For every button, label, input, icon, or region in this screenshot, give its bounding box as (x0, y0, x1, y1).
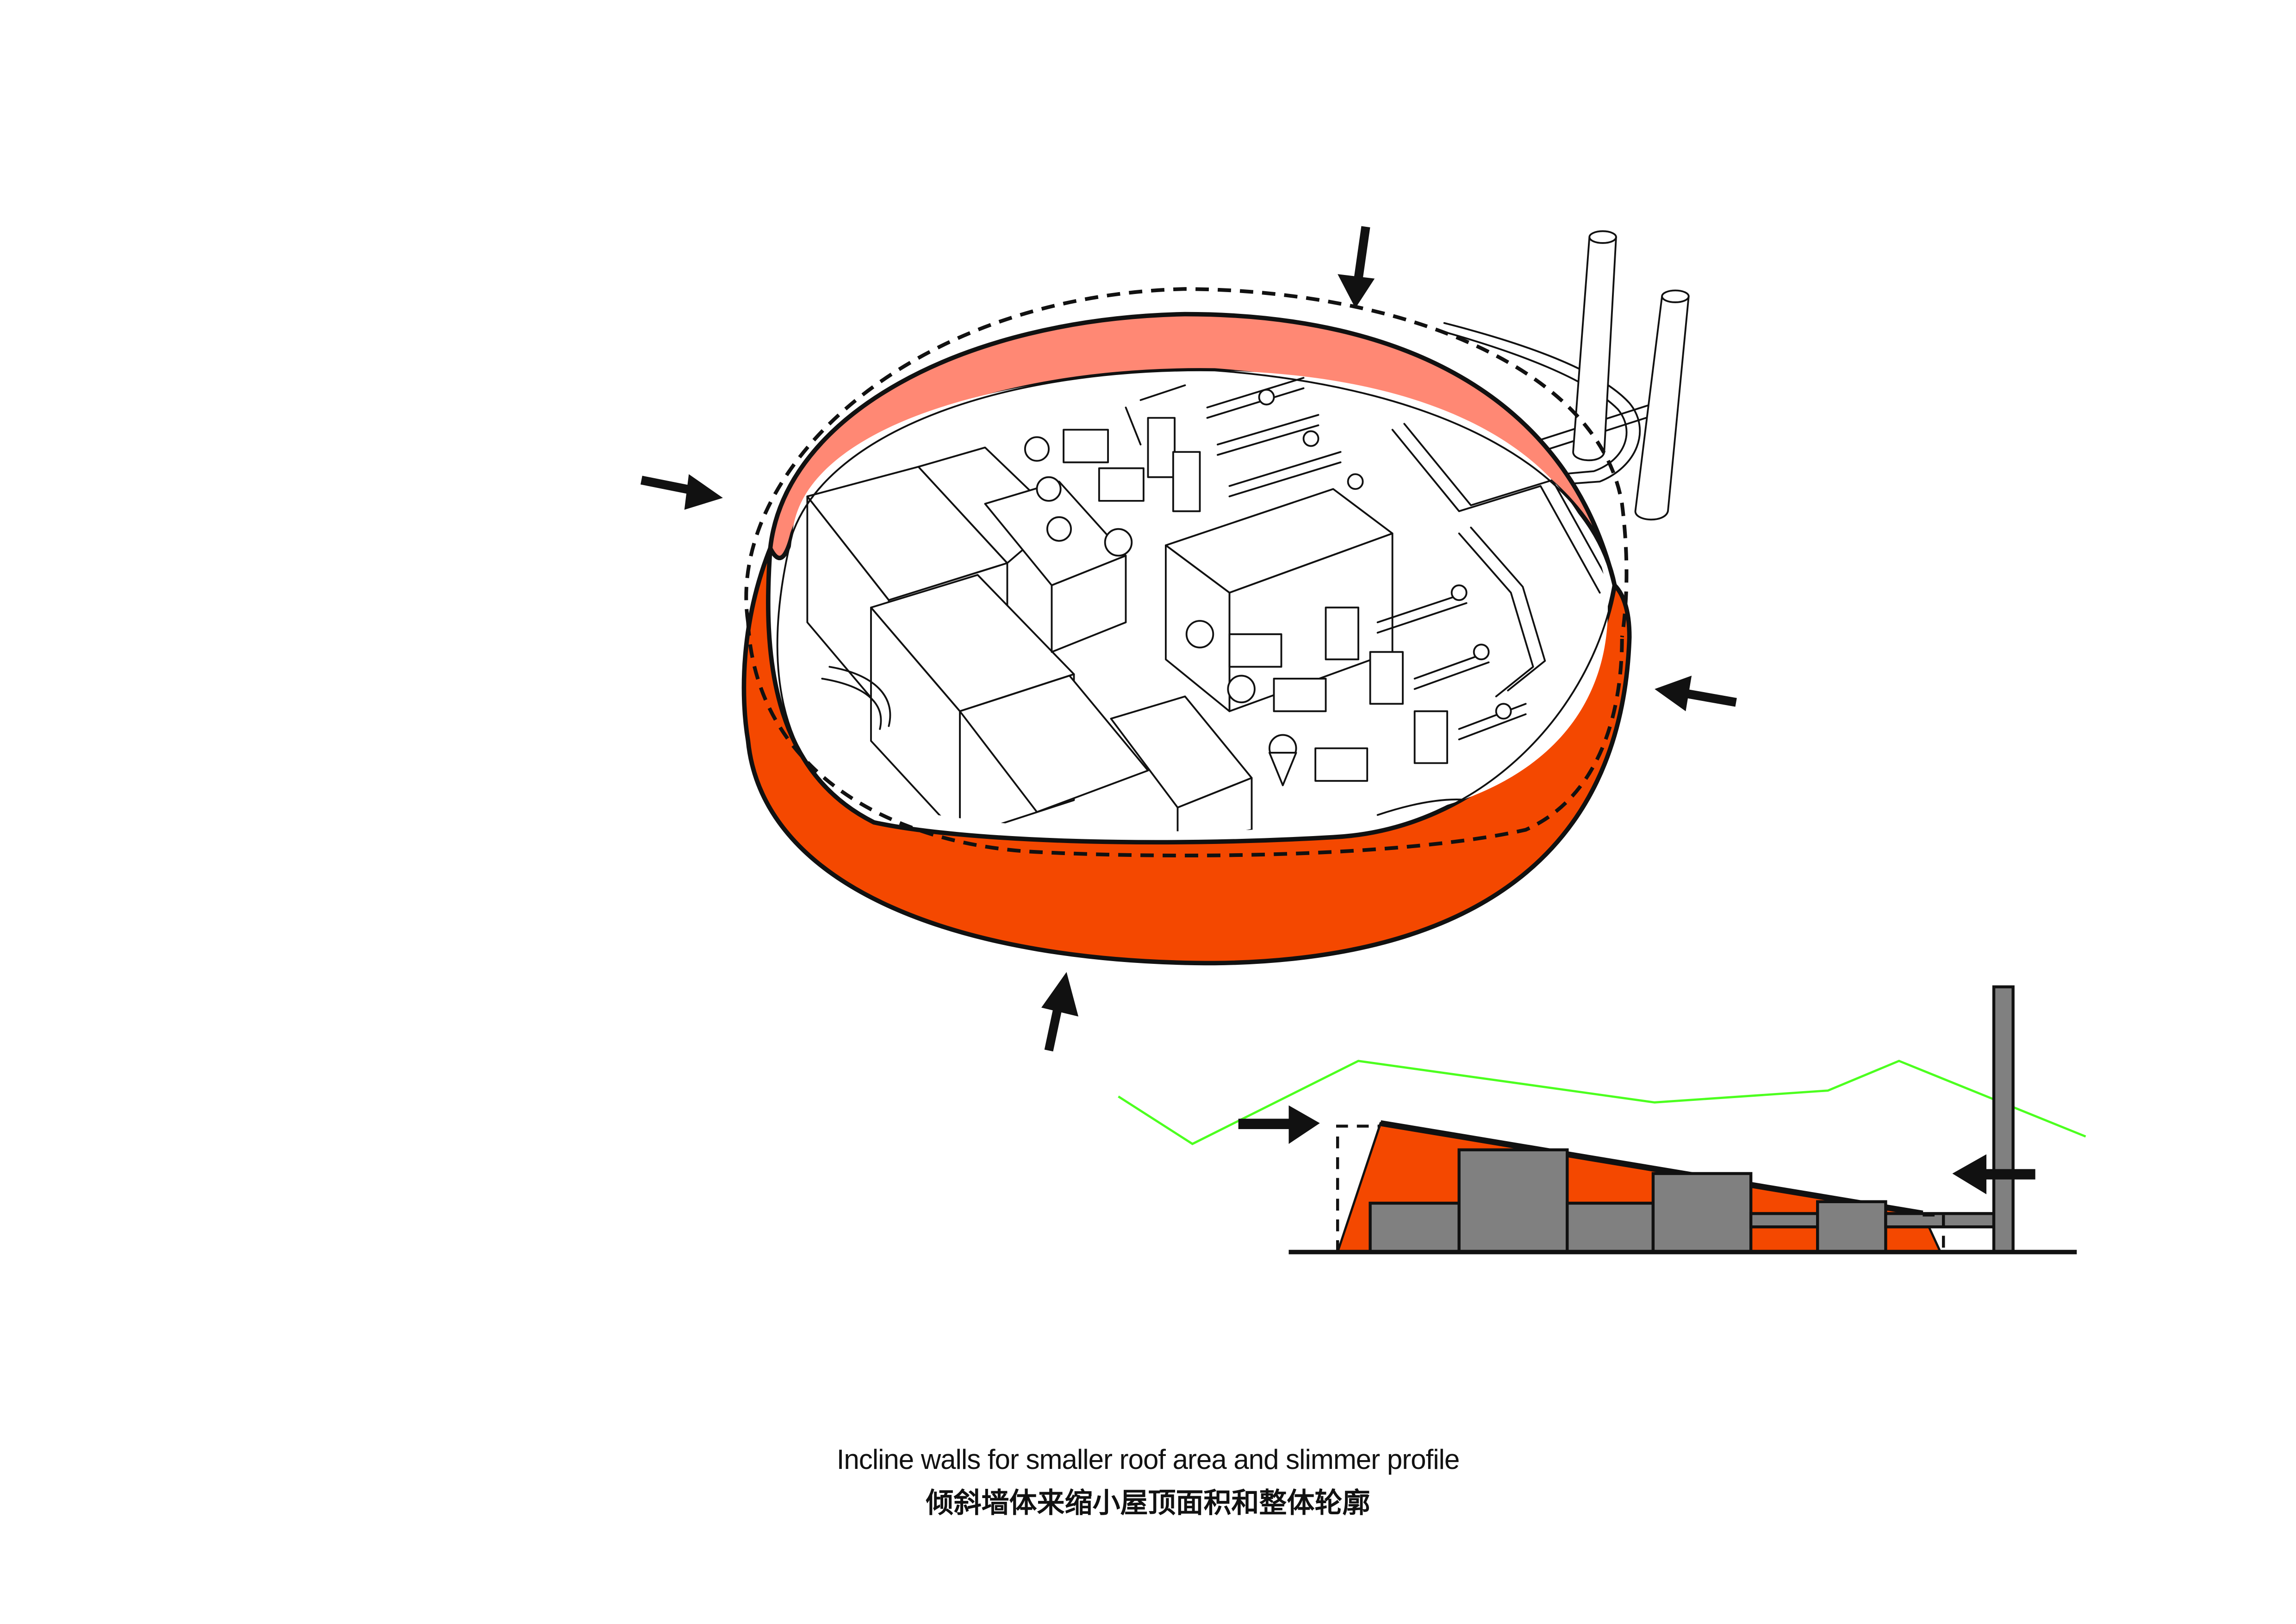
section-view (1118, 985, 2086, 1255)
arrow-left (640, 474, 723, 510)
tanks (1024, 436, 1297, 787)
section-chimney (1992, 985, 2015, 1254)
arrow-bottom (1041, 972, 1079, 1052)
pipe-racks (821, 384, 1608, 816)
plant-equipment (788, 370, 1608, 831)
section-arrow-right (1952, 1154, 2035, 1194)
section-arrow-left (1238, 1105, 1320, 1144)
caption-chinese: 倾斜墙体来缩小屋顶面积和整体轮廓 (926, 1487, 1370, 1519)
arrow-top (1338, 226, 1375, 308)
original-wall-outline (744, 287, 1629, 857)
caption-english: Incline walls for smaller roof area and … (836, 1444, 1460, 1475)
equipment-blocks (1369, 1148, 1996, 1254)
section-original-outline (1336, 1124, 1945, 1252)
chimney-1 (1572, 230, 1617, 462)
pumps (1063, 377, 1527, 782)
chimney-2 (1634, 289, 1690, 521)
chimneys (1443, 230, 1690, 521)
axonometric-view (640, 226, 1737, 1052)
horizon-line (1118, 1060, 2086, 1145)
arrow-right (1655, 675, 1737, 712)
